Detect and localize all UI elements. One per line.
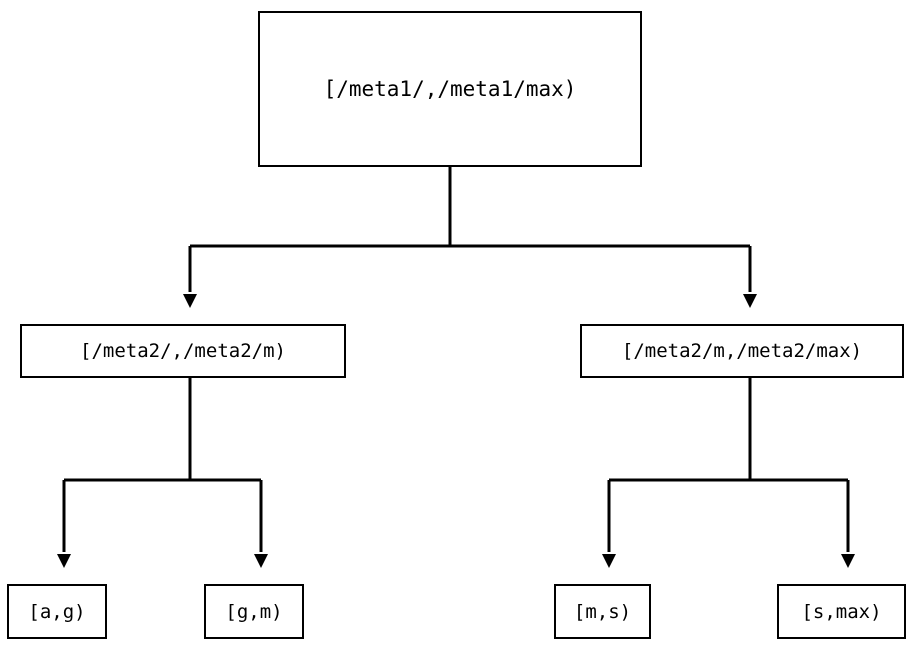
arrowhead-icon-leaf-0 xyxy=(57,554,71,568)
arrowhead-icon-mid-right xyxy=(743,294,757,308)
tree-node-leaf-1[interactable]: [g,m) xyxy=(204,584,304,639)
tree-node-leaf-0[interactable]: [a,g) xyxy=(7,584,107,639)
tree-node-leaf-3[interactable]: [s,max) xyxy=(777,584,906,639)
tree-node-leaf-2[interactable]: [m,s) xyxy=(554,584,651,639)
arrowhead-icon-leaf-3 xyxy=(841,554,855,568)
tree-node-mid-left[interactable]: [/meta2/,/meta2/m) xyxy=(20,324,346,378)
tree-node-mid-right[interactable]: [/meta2/m,/meta2/max) xyxy=(580,324,904,378)
arrowhead-icon-leaf-2 xyxy=(602,554,616,568)
tree-node-root[interactable]: [/meta1/,/meta1/max) xyxy=(258,11,642,167)
arrowhead-icon-mid-left xyxy=(183,294,197,308)
arrowhead-icon-leaf-1 xyxy=(254,554,268,568)
